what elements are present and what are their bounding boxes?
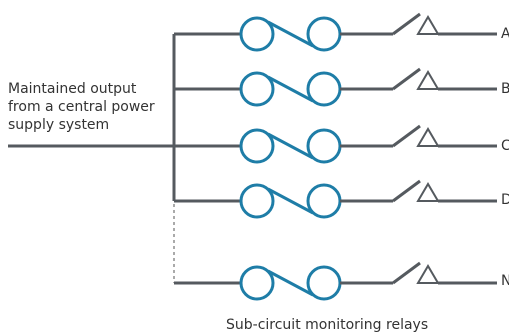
source-label-line-2: from a central power: [8, 99, 155, 115]
relay-link-c: [267, 132, 314, 160]
relays-caption: Sub-circuit monitoring relays: [226, 317, 429, 333]
switch-blade-d: [392, 179, 421, 203]
switch-contact-icon-d: [416, 182, 440, 202]
source-label-line-3: supply system: [8, 117, 110, 133]
output-label-b: B: [501, 81, 509, 97]
output-label-d: D: [501, 192, 509, 208]
source-label: Maintained output from a central power s…: [8, 80, 155, 134]
output-label-c: C: [501, 138, 509, 154]
switch-blade-a: [392, 12, 421, 36]
switch-blade-b: [392, 67, 421, 91]
relay-link-d: [267, 187, 314, 215]
relay-coil-left-a: [239, 16, 275, 52]
output-label-a: A: [501, 26, 509, 42]
switch-contact-icon-c: [416, 127, 440, 147]
relay-coil-left-d: [239, 183, 275, 219]
output-label-n: N: [501, 273, 509, 289]
source-label-line-1: Maintained output: [8, 81, 137, 97]
relay-coil-left-n: [239, 265, 275, 301]
switch-contact-icon-a: [416, 15, 440, 35]
switch-blade-n: [392, 261, 421, 285]
relay-coil-left-c: [239, 128, 275, 164]
relay-coil-left-b: [239, 71, 275, 107]
relay-link-b: [267, 75, 314, 103]
switch-contact-icon-b: [416, 70, 440, 90]
switch-contact-icon-n: [416, 264, 440, 284]
relay-link-n: [267, 269, 314, 297]
switch-blade-c: [392, 124, 421, 148]
relay-link-a: [267, 20, 314, 48]
